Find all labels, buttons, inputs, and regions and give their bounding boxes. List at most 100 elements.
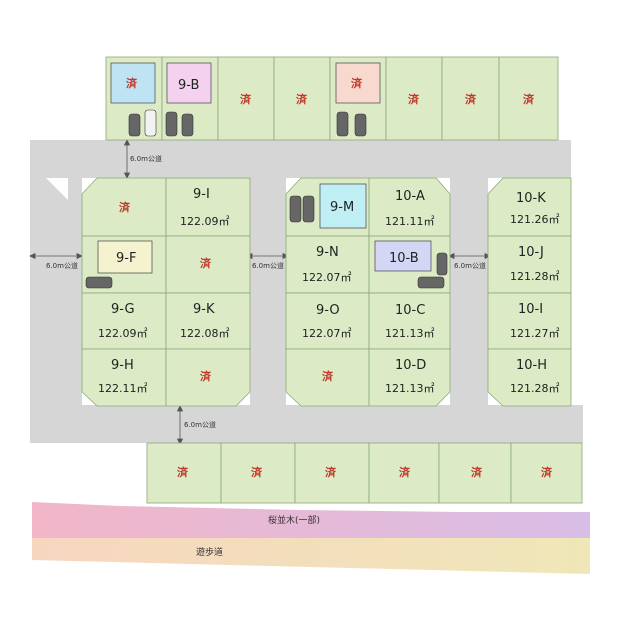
block-3 (487, 177, 572, 407)
sold-block1-2: 済 (200, 256, 212, 270)
north-road (30, 140, 571, 178)
car-icon (128, 113, 141, 137)
sold-block2: 済 (322, 369, 334, 383)
house-10-b (374, 240, 432, 272)
lot-9-g[interactable] (81, 292, 167, 350)
lot-bottom-1[interactable] (146, 442, 222, 504)
lot-9-i-name: 9-I (193, 187, 210, 202)
lot-9-k-area: 122.08㎡ (180, 327, 230, 340)
lot-top-3[interactable] (217, 56, 275, 141)
sold-top-7: 済 (465, 92, 477, 106)
walkway-band (32, 538, 590, 574)
lot-bottom-5[interactable] (438, 442, 512, 504)
house-top-5 (335, 62, 381, 104)
lot-9-h[interactable] (81, 348, 167, 407)
house-top-1 (110, 62, 156, 104)
lot-10-a-name: 10-A (395, 189, 425, 204)
lot-10-h-name: 10-H (516, 358, 547, 373)
car-icon (336, 111, 349, 137)
lot-9-h-area: 122.11㎡ (98, 382, 148, 395)
lot-top-7[interactable] (441, 56, 500, 141)
walk-band-label: 遊歩道 (196, 546, 223, 558)
lot-top-6[interactable] (385, 56, 443, 141)
lot-9-g-name: 9-G (111, 302, 135, 317)
house-9-m (319, 183, 367, 229)
sold-top-3: 済 (240, 92, 252, 106)
lot-10-d[interactable] (368, 348, 451, 407)
cherry-tree-band (32, 502, 590, 538)
lot-bottom-2[interactable] (220, 442, 296, 504)
lot-10-a[interactable] (368, 177, 451, 237)
lot-bottom-3[interactable] (294, 442, 370, 504)
sold-top-4: 済 (296, 92, 308, 106)
car-icon (181, 113, 194, 137)
car-icon (417, 276, 445, 289)
sold-block1-1: 済 (119, 200, 131, 214)
car-icon (144, 109, 157, 137)
lot-bottom-4[interactable] (368, 442, 440, 504)
top-cars (128, 109, 367, 137)
sold-top-8: 済 (523, 92, 535, 106)
lot-block2-sold[interactable] (285, 348, 370, 407)
middle-west-road (250, 178, 286, 406)
lot-9-i[interactable] (165, 177, 251, 237)
bottom-row-lots (146, 442, 583, 504)
lot-10-k[interactable] (487, 177, 572, 237)
lot-bottom-6[interactable] (510, 442, 583, 504)
lot-9-o[interactable] (285, 292, 370, 350)
lot-9-f-label: 9-F (116, 251, 136, 266)
lot-9-g-area: 122.09㎡ (98, 327, 148, 340)
lot-9-n-name: 9-N (316, 245, 339, 260)
middle-east-road (450, 178, 488, 406)
car-icon (85, 276, 113, 289)
lot-10-k-area: 121.26㎡ (510, 213, 560, 226)
lot-9-k[interactable] (165, 292, 251, 350)
lot-9-k-name: 9-K (193, 302, 215, 317)
lot-9-n[interactable] (285, 235, 370, 294)
sold-block1-3: 済 (200, 369, 212, 383)
lot-10-h[interactable] (487, 348, 572, 407)
sold-bottom-2: 済 (251, 465, 263, 479)
lot-block1-sold-2[interactable] (165, 235, 251, 294)
sold-top-5: 済 (351, 76, 363, 90)
cherry-band-label: 桜並木(一部) (268, 514, 320, 526)
south-road (30, 405, 583, 443)
middle-east-road-label: 6.0m公道 (454, 261, 486, 270)
lot-9-n-area: 122.07㎡ (302, 271, 352, 284)
sold-bottom-4: 済 (399, 465, 411, 479)
sold-top-1: 済 (126, 76, 138, 90)
lot-9-i-area: 122.09㎡ (180, 215, 230, 228)
lot-10-d-name: 10-D (395, 358, 426, 373)
road-markers (29, 139, 491, 445)
sold-bottom-5: 済 (471, 465, 483, 479)
lot-10-i-name: 10-I (518, 302, 543, 317)
lot-10-c-area: 121.13㎡ (385, 327, 435, 340)
lot-10-i[interactable] (487, 292, 572, 350)
lot-10-c-name: 10-C (395, 303, 425, 318)
lot-10-a-area: 121.11㎡ (385, 215, 435, 228)
lot-9-h-name: 9-H (111, 358, 134, 373)
house-9-f (97, 240, 153, 274)
sold-bottom-1: 済 (177, 465, 189, 479)
block-1 (81, 177, 251, 407)
car-icon (354, 113, 367, 137)
house-9-b (166, 62, 212, 104)
car-icon (302, 195, 315, 223)
lot-10-i-area: 121.27㎡ (510, 327, 560, 340)
lot-block1-sold-3[interactable] (165, 348, 251, 407)
lot-10-c[interactable] (368, 292, 451, 350)
lot-10-j[interactable] (487, 235, 572, 294)
west-road-inner (68, 178, 82, 406)
north-road-label: 6.0m公道 (130, 154, 162, 163)
west-road-label: 6.0m公道 (46, 261, 78, 270)
middle-west-road-label: 6.0m公道 (252, 261, 284, 270)
car-icon (165, 111, 178, 137)
lot-top-4[interactable] (273, 56, 331, 141)
sold-bottom-3: 済 (325, 465, 337, 479)
lot-9-o-area: 122.07㎡ (302, 327, 352, 340)
lot-10-j-name: 10-J (518, 245, 544, 260)
lot-top-8[interactable] (498, 56, 559, 141)
lot-9-m-label: 9-M (330, 200, 354, 215)
car-icon (289, 195, 302, 223)
